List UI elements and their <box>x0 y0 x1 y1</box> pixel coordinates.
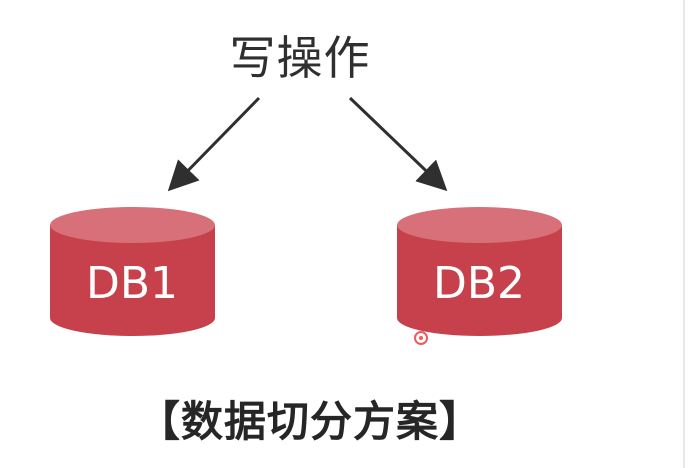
db2-label: DB2 <box>432 258 526 309</box>
db1-cylinder <box>50 207 215 336</box>
footer-title: 【数据切分方案】 <box>137 397 482 446</box>
diagram-title: 写操作 <box>229 31 371 85</box>
db1-label: DB1 <box>85 258 179 309</box>
arrow-to-db1 <box>167 96 261 192</box>
arrow-to-db2 <box>348 96 448 192</box>
cursor-indicator <box>414 331 428 345</box>
right-edge-divider <box>683 0 685 468</box>
db2-cylinder <box>397 207 562 336</box>
